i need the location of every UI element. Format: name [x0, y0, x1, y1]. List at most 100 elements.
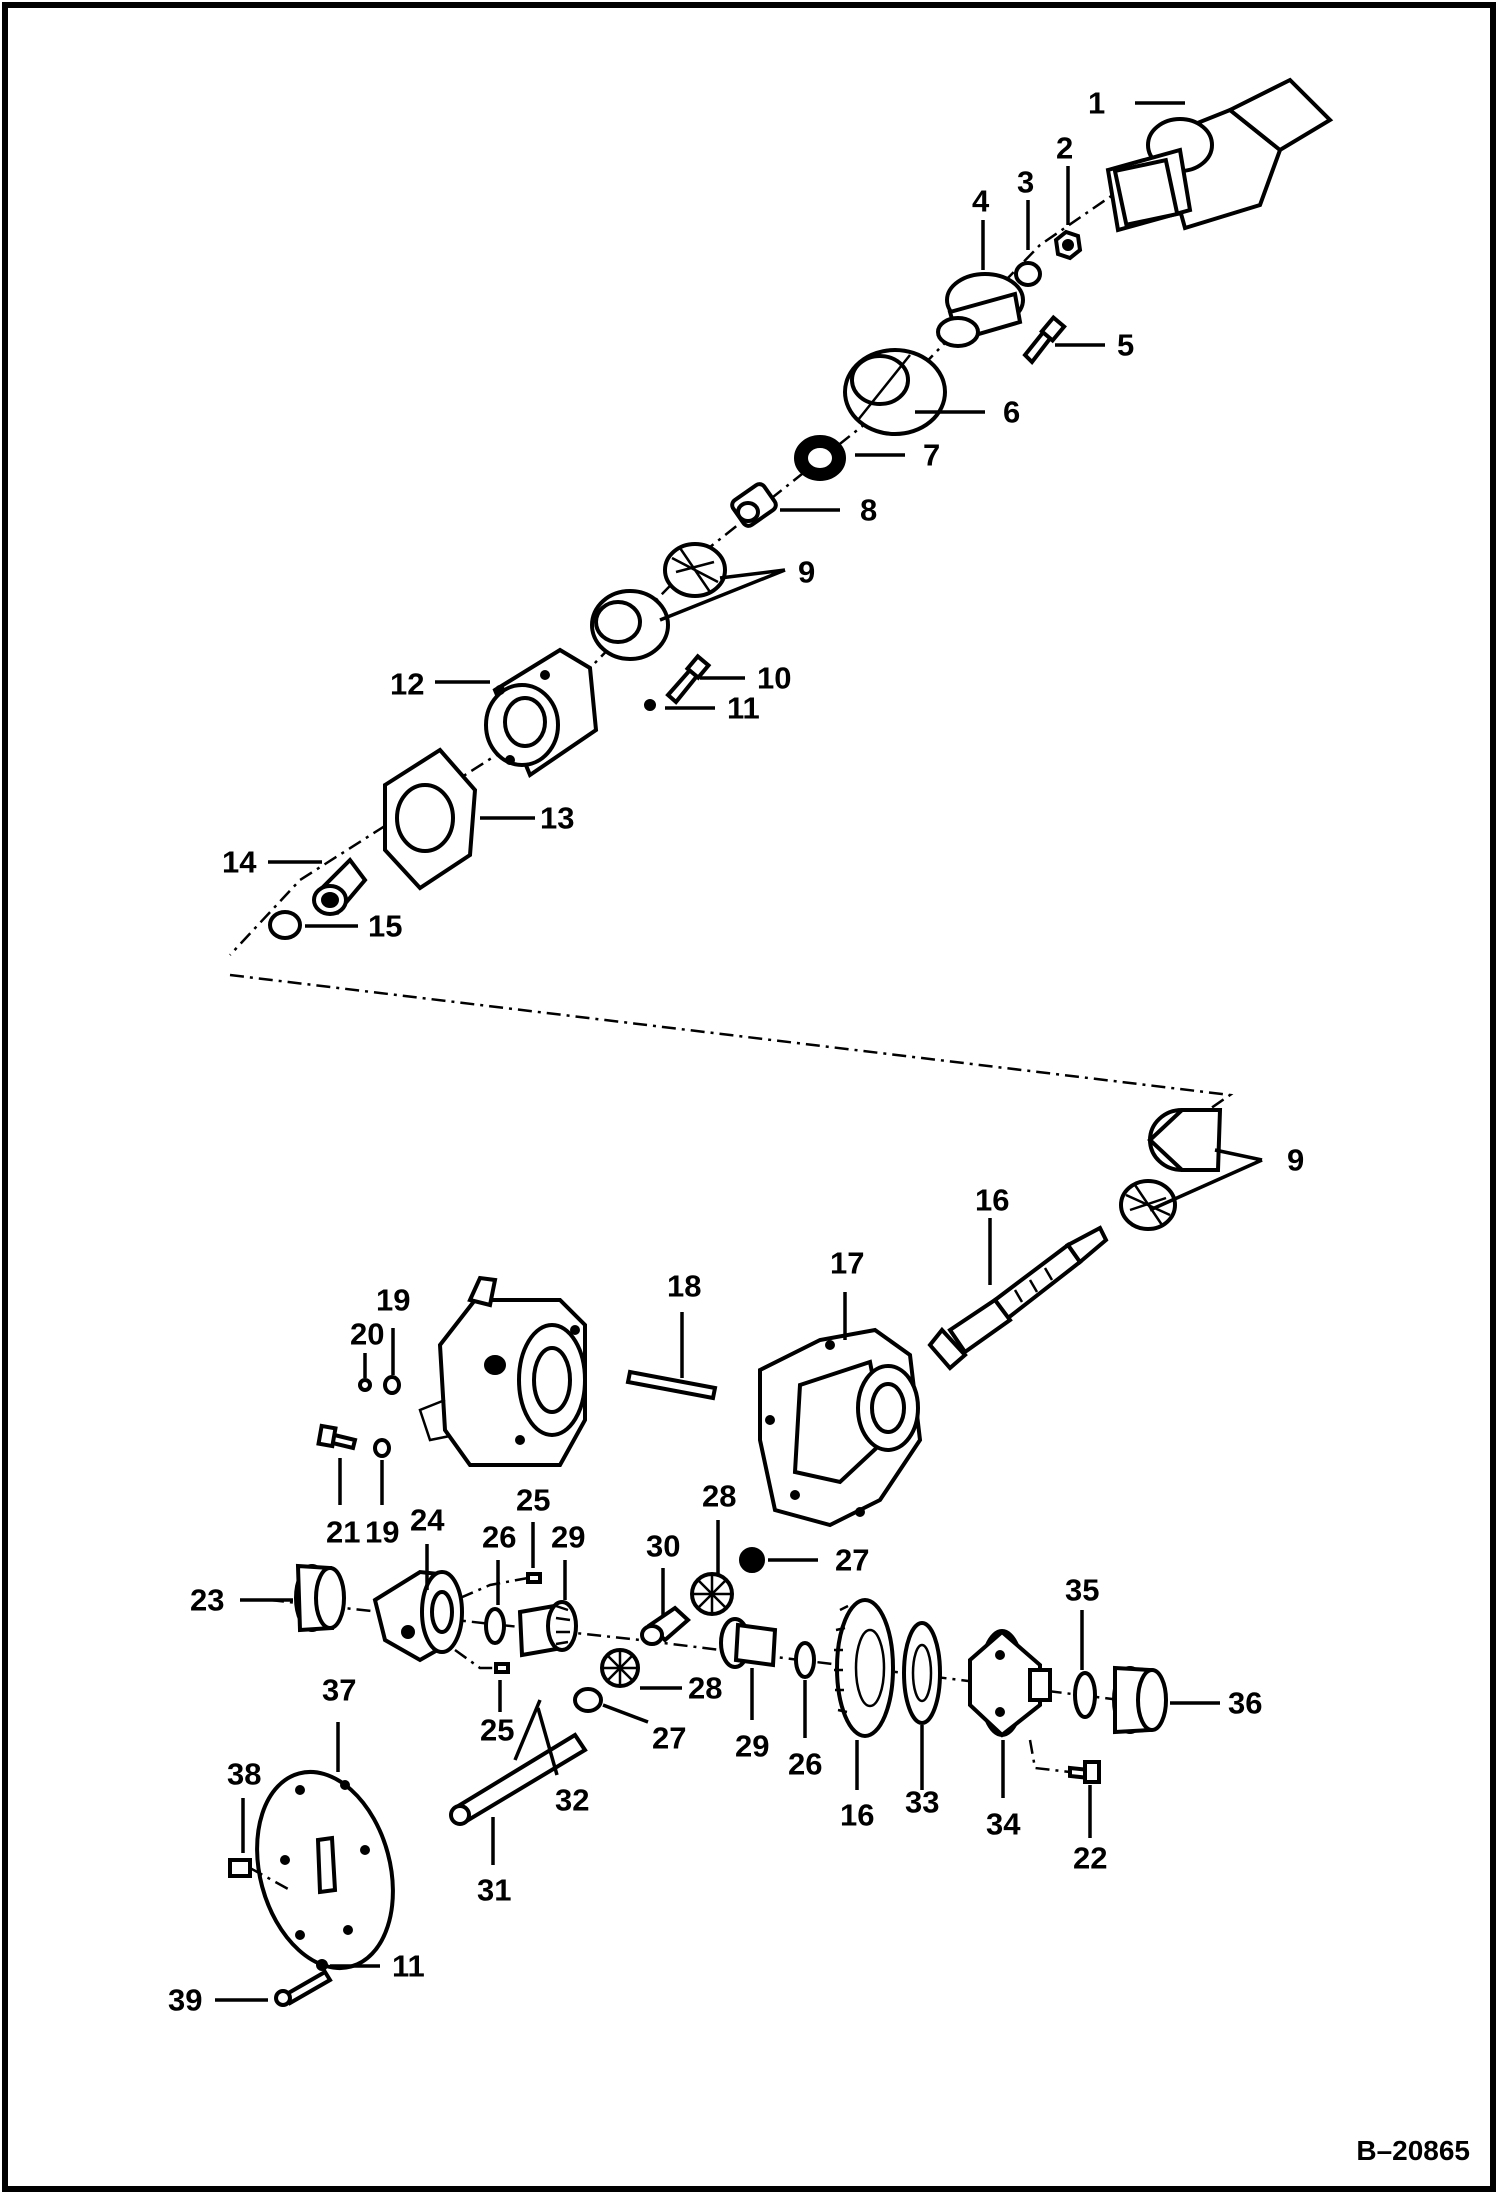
part-39-bolt [274, 1969, 333, 2007]
drawing-code: B–20865 [1356, 2135, 1470, 2166]
part-14-bushing [312, 856, 368, 916]
callout-11b: 11 [392, 1949, 425, 1984]
callout-18: 18 [667, 1269, 701, 1304]
part-34-diff-case [968, 1629, 1052, 1738]
callout-4: 4 [972, 184, 990, 219]
part-12-housing [484, 647, 599, 779]
callout-37: 37 [322, 1673, 356, 1708]
callouts: 1 2 3 4 5 6 7 8 9 10 11 12 13 14 15 9 16… [168, 86, 1304, 2018]
callout-23: 23 [190, 1583, 224, 1618]
part-28-pinion-upper [690, 1572, 734, 1616]
assembly-link-line [229, 973, 1234, 1142]
callout-9a: 9 [798, 555, 815, 590]
part-16-ring-gear [834, 1598, 895, 1738]
upper-assembly [229, 77, 1334, 956]
part-19-oring-lower [373, 1438, 391, 1458]
callout-26a: 26 [482, 1520, 516, 1555]
callout-11a: 11 [727, 691, 760, 726]
callout-25a: 25 [516, 1483, 550, 1518]
lower-assembly [228, 1108, 1223, 2007]
part-19-oring-upper [383, 1375, 401, 1395]
part-30-shaft [640, 1605, 691, 1646]
part-5-bolt [1022, 314, 1067, 366]
callout-22: 22 [1073, 1841, 1107, 1876]
callout-35: 35 [1065, 1573, 1099, 1608]
part-25-pin-lower [494, 1662, 510, 1674]
part-35-shim [1073, 1671, 1097, 1719]
callout-21: 21 [326, 1515, 360, 1550]
part-27-washer-lower [573, 1687, 603, 1713]
part-21-bolt [316, 1423, 358, 1451]
callout-15: 15 [368, 909, 402, 944]
part-24-diff-case [372, 1569, 464, 1663]
part-20-washer [358, 1378, 372, 1392]
part-10-bolt [665, 653, 712, 705]
part-26-washer-right [794, 1641, 816, 1679]
part-11-washer-upper [644, 699, 656, 711]
callout-28b: 28 [688, 1671, 722, 1706]
callout-29a: 29 [551, 1520, 585, 1555]
callout-24: 24 [410, 1503, 445, 1538]
callout-34: 34 [986, 1807, 1021, 1842]
callout-36: 36 [1228, 1686, 1262, 1721]
callout-6: 6 [1003, 395, 1020, 430]
callout-5: 5 [1117, 328, 1134, 363]
part-37-cover [255, 1769, 395, 1971]
leader-lines [215, 101, 1263, 2002]
part-36-bearing [1112, 1665, 1168, 1735]
callout-26b: 26 [788, 1747, 822, 1782]
part-33-shim [902, 1621, 942, 1725]
callout-14: 14 [222, 845, 257, 880]
part-16-pinion-shaft [927, 1225, 1109, 1371]
callout-19a: 19 [376, 1283, 410, 1318]
part-32-pin [513, 1699, 542, 1761]
callout-33: 33 [905, 1785, 939, 1820]
pin-guide-lower [454, 1648, 496, 1670]
callout-7: 7 [923, 438, 940, 473]
part-13-gasket [383, 747, 478, 891]
callout-27b: 27 [652, 1721, 686, 1756]
part-28-pinion-lower [600, 1648, 640, 1688]
part-25-pin-upper [526, 1572, 542, 1584]
callout-16b: 16 [840, 1798, 874, 1833]
callout-32: 32 [555, 1783, 589, 1818]
part-8-spacer [730, 482, 778, 528]
part-26-washer-left [484, 1607, 506, 1645]
callout-16a: 16 [975, 1183, 1009, 1218]
part-29-side-gear-left [517, 1600, 578, 1658]
callout-2: 2 [1056, 131, 1073, 166]
callout-31: 31 [477, 1873, 511, 1908]
part-9-bearing-lower [1119, 1108, 1223, 1231]
left-case-half [418, 1275, 587, 1467]
callout-39: 39 [168, 1983, 202, 2018]
part-6-housing [843, 348, 947, 436]
part-3-washer [1014, 261, 1042, 287]
part-29-side-gear-right [719, 1617, 778, 1669]
part-18-stud [625, 1369, 718, 1401]
part-17-case [758, 1327, 923, 1528]
callout-1: 1 [1088, 86, 1105, 121]
callout-29b: 29 [735, 1729, 769, 1764]
callout-27a: 27 [835, 1543, 869, 1578]
part-2-nut [1053, 229, 1083, 261]
callout-20: 20 [350, 1317, 384, 1352]
part-9-bearing-upper [590, 542, 727, 661]
part-27-washer-upper [739, 1547, 765, 1573]
part-1-yoke [1105, 77, 1334, 233]
callout-25b: 25 [480, 1713, 514, 1748]
callout-9b: 9 [1287, 1143, 1304, 1178]
callout-28a: 28 [702, 1479, 736, 1514]
part-7-seal [794, 435, 846, 481]
assembly-centerline-upper [229, 133, 1201, 956]
callout-17: 17 [830, 1246, 864, 1281]
callout-13: 13 [540, 801, 574, 836]
callout-19b: 19 [365, 1515, 399, 1550]
callout-30: 30 [646, 1529, 680, 1564]
callout-3: 3 [1017, 165, 1034, 200]
part-4-flange [936, 272, 1025, 348]
part-11-washer-lower [316, 1959, 328, 1971]
callout-12: 12 [390, 667, 424, 702]
callout-10: 10 [757, 661, 791, 696]
